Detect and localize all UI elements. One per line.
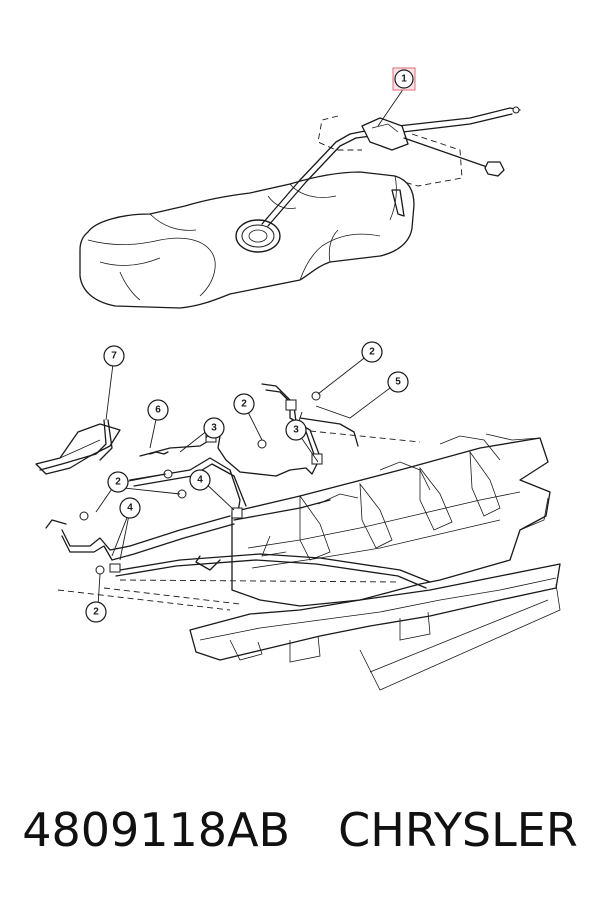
svg-text:7: 7 xyxy=(111,351,117,362)
svg-text:4: 4 xyxy=(197,475,203,486)
callout-4a: 4 xyxy=(189,469,211,491)
parts-diagram: 1 2 2 2 2 2 3 3 4 4 5 6 xyxy=(35,67,561,691)
svg-text:5: 5 xyxy=(395,377,401,388)
svg-text:2: 2 xyxy=(115,477,121,488)
callout-2c: 2 xyxy=(107,471,129,493)
callout-4b: 4 xyxy=(119,497,141,519)
svg-text:3: 3 xyxy=(211,423,217,434)
svg-text:3: 3 xyxy=(293,425,299,436)
fuel-tank xyxy=(79,171,415,309)
part-number: 4809118AB xyxy=(22,803,291,857)
callout-3a: 3 xyxy=(203,417,225,439)
callout-2a: 2 xyxy=(361,341,383,363)
svg-text:2: 2 xyxy=(369,347,375,358)
svg-text:2: 2 xyxy=(241,399,247,410)
svg-text:1: 1 xyxy=(401,74,407,85)
svg-text:6: 6 xyxy=(155,405,161,416)
leader-lines xyxy=(95,87,405,607)
part-caption: 4809118AB CHRYSLER xyxy=(0,790,600,870)
callout-7: 7 xyxy=(103,345,125,367)
brand-name: CHRYSLER xyxy=(338,803,578,857)
callout-5: 5 xyxy=(387,371,409,393)
underbody-lines xyxy=(39,383,431,611)
svg-text:4: 4 xyxy=(127,503,133,514)
callout-2b: 2 xyxy=(233,393,255,415)
callout-1: 1 xyxy=(392,67,416,91)
svg-text:2: 2 xyxy=(93,607,99,618)
tank-fuel-lines xyxy=(261,106,521,227)
callout-3b: 3 xyxy=(285,419,307,441)
callout-6: 6 xyxy=(147,399,169,421)
callout-2d: 2 xyxy=(85,601,107,623)
underbody-floor xyxy=(35,423,561,691)
